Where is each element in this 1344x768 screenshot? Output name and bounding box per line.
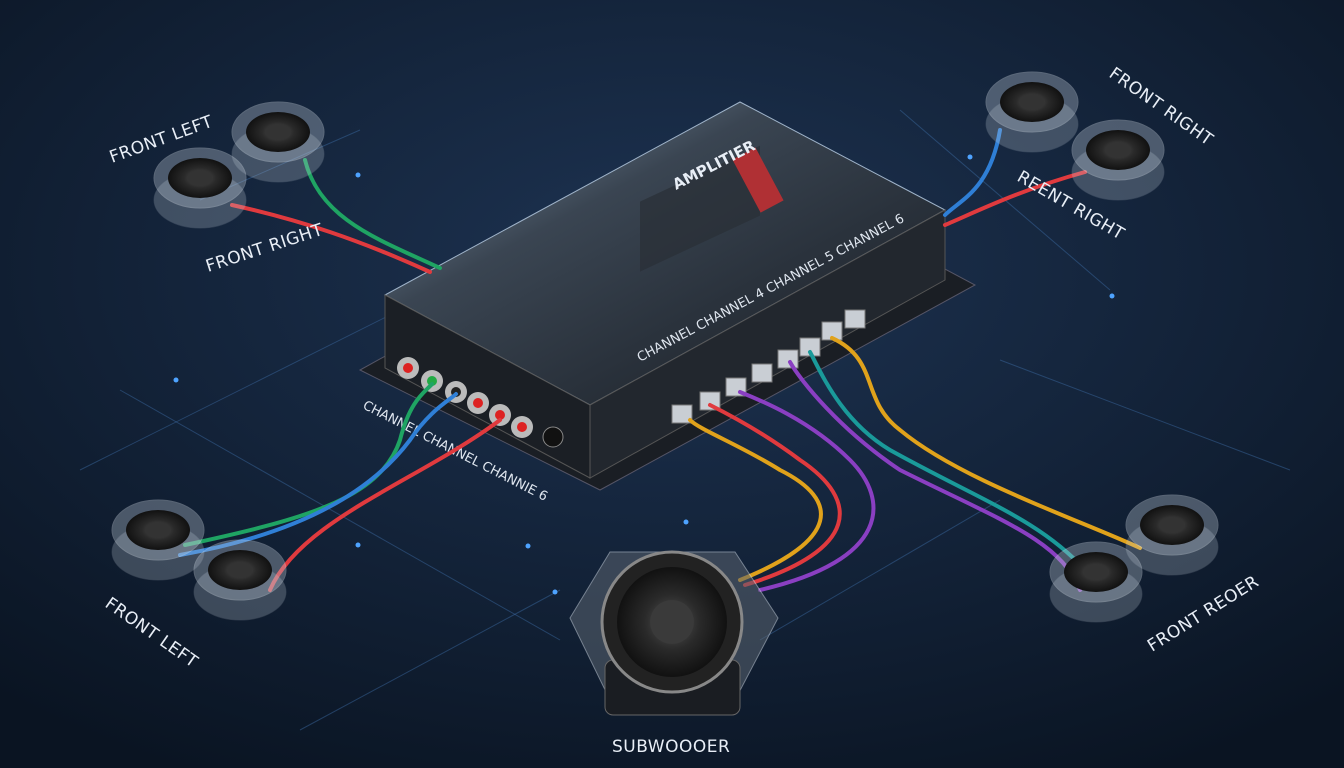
glow-dots bbox=[173, 154, 1115, 595]
speaker-top-right-rear[interactable] bbox=[1071, 119, 1165, 201]
speaker-bottom-left-rear[interactable] bbox=[111, 499, 205, 581]
speaker-top-right-front[interactable] bbox=[985, 71, 1079, 153]
wires bbox=[178, 128, 1142, 592]
speaker-top-left-front[interactable] bbox=[153, 147, 247, 229]
speaker-terminals[interactable] bbox=[671, 309, 866, 424]
label-subwoofer: SUBWOOOER bbox=[612, 737, 730, 757]
speaker-bottom-left-front[interactable] bbox=[193, 539, 287, 621]
subwoofer[interactable] bbox=[569, 550, 779, 716]
amplifier[interactable]: AMPLITIER CHANNEL CHANNEL 4 CHANNEL 5 CH… bbox=[358, 101, 977, 491]
heatsink-red bbox=[732, 147, 784, 213]
speaker-top-left-rear[interactable] bbox=[231, 101, 325, 183]
speaker-bottom-right-front[interactable] bbox=[1049, 541, 1143, 623]
